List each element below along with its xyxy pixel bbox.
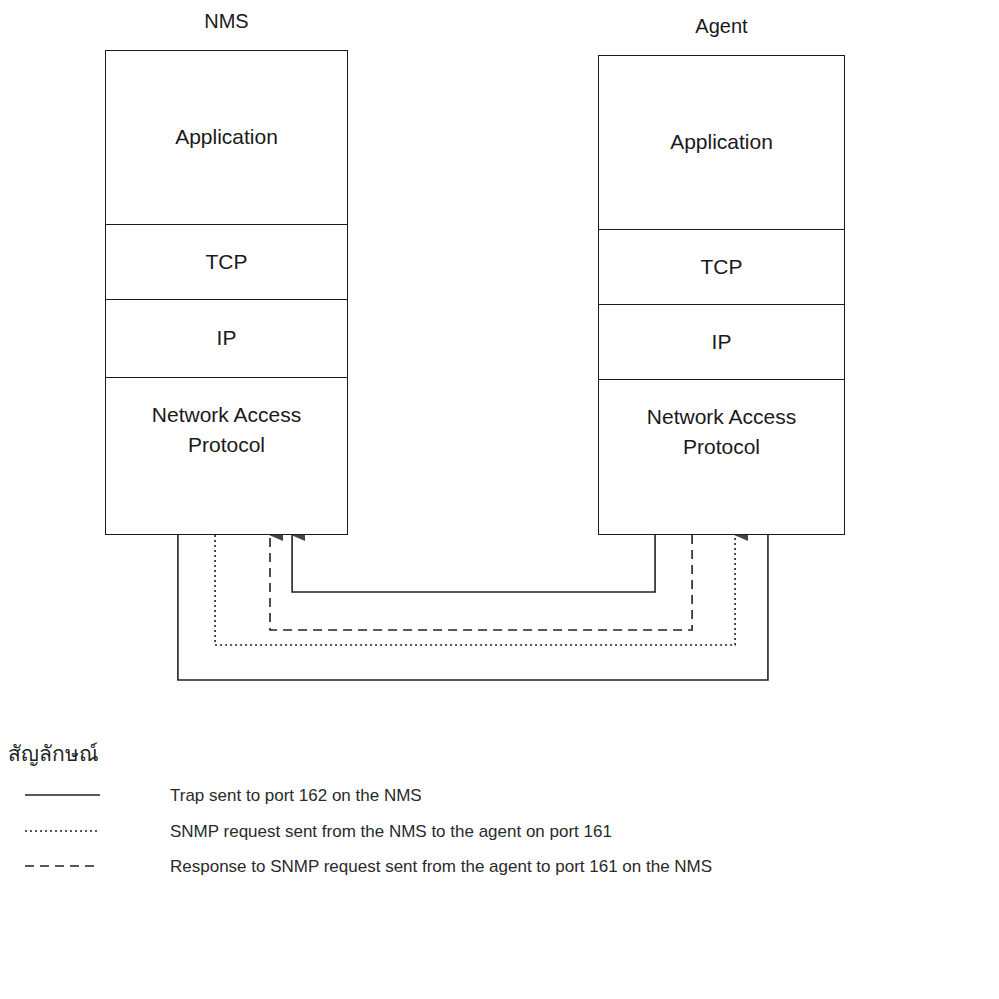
legend-title: สัญลักษณ์	[8, 737, 98, 770]
stack-title: Agent	[598, 15, 845, 38]
layer-label: Application	[175, 122, 278, 152]
legend-text: SNMP request sent from the NMS to the ag…	[170, 814, 890, 849]
legend-text: Response to SNMP request sent from the a…	[170, 849, 890, 884]
protocol-layer: TCP	[105, 225, 348, 300]
legend-text: Trap sent to port 162 on the NMS	[170, 778, 890, 813]
layer-label: IP	[217, 323, 237, 353]
protocol-layer: Application	[598, 55, 845, 230]
legend-samples	[25, 795, 100, 866]
legend-sample	[25, 865, 100, 867]
layer-label: IP	[712, 327, 732, 357]
message-line	[178, 535, 768, 680]
legend-sample	[25, 794, 100, 796]
protocol-layer: IP	[598, 305, 845, 380]
legend-sample	[25, 830, 100, 832]
message-line	[270, 535, 692, 630]
protocol-layer: Application	[105, 50, 348, 225]
layer-label: Application	[670, 127, 773, 157]
layer-label: TCP	[206, 247, 248, 277]
message-line	[215, 535, 735, 645]
protocol-stack: NMS ApplicationTCP IP Network Access Protoc…	[105, 8, 348, 535]
layer-label: Network Access Protocol	[637, 402, 807, 463]
layer-label: Network Access Protocol	[142, 400, 312, 461]
message-line	[292, 535, 655, 592]
layer-label: TCP	[701, 252, 743, 282]
protocol-layer: TCP	[598, 230, 845, 305]
stack-title: NMS	[105, 10, 348, 33]
protocol-layer: IP	[105, 300, 348, 378]
protocol-stack: AgentApplicationTCP IP Network Access Prot…	[598, 13, 845, 535]
protocol-layer: Network Access Protocol	[105, 378, 348, 535]
protocol-layer: Network Access Protocol	[598, 380, 845, 535]
